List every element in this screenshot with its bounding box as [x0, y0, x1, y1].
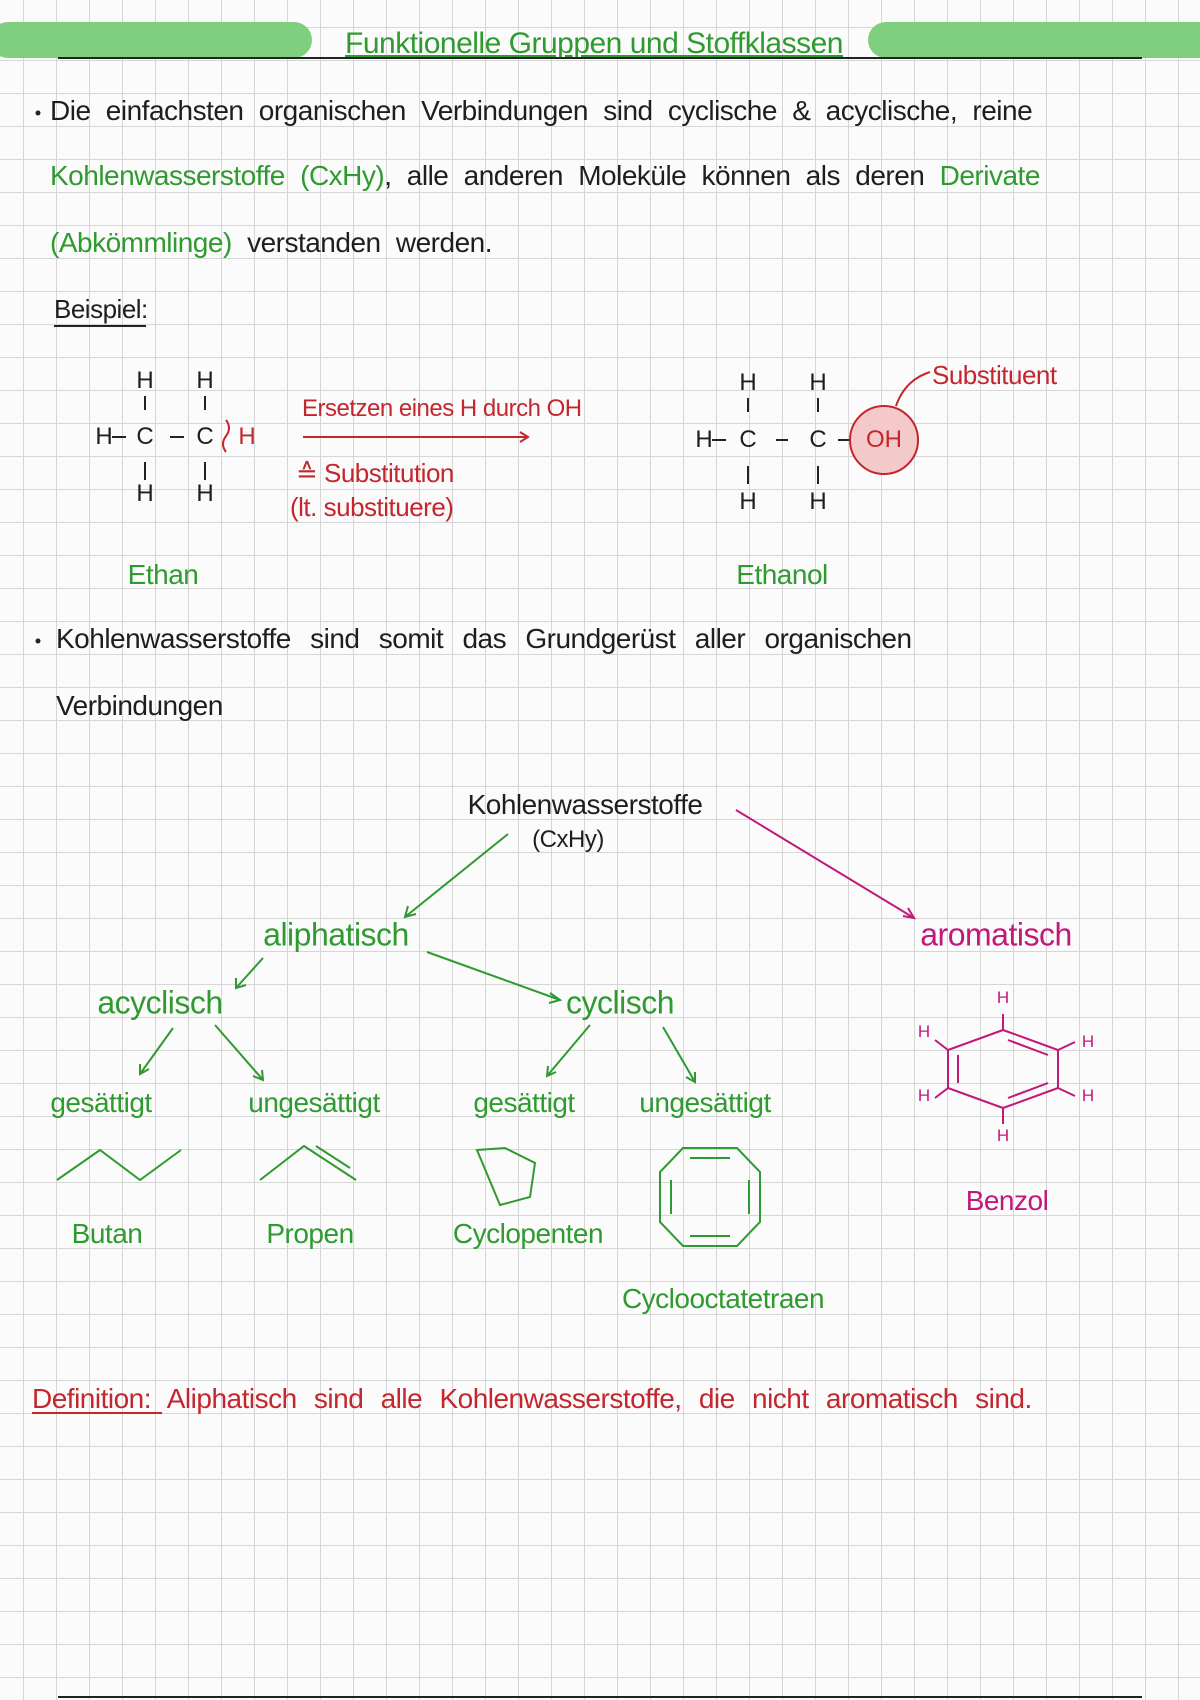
- tree-acyclic: acyclisch: [97, 984, 223, 1021]
- example-propene: Propen: [266, 1218, 354, 1249]
- tree-root: Kohlenwasserstoffe: [467, 789, 703, 820]
- atom-h: H: [136, 367, 154, 394]
- title-highlight-left: [0, 22, 312, 58]
- ethane-bonds: [112, 396, 206, 480]
- atom-h-replaced: H: [238, 423, 256, 450]
- substituent-label: Substituent: [932, 360, 1057, 390]
- atom-h: H: [1081, 1032, 1095, 1051]
- atom-h: H: [196, 367, 214, 394]
- atom-h: H: [809, 488, 827, 515]
- tree-saturated-acyclic: gesättigt: [50, 1087, 152, 1118]
- term-hydrocarbons: Kohlenwasserstoffe: [50, 160, 285, 191]
- intro-line-2-text: , alle anderen Moleküle können als deren: [384, 160, 925, 191]
- arrow-to-saturated-2: [545, 1024, 591, 1078]
- tree-saturated-cyclic: gesättigt: [473, 1087, 575, 1118]
- latin-origin: (lt. substituere): [290, 492, 454, 522]
- atom-h: H: [695, 426, 713, 453]
- definition-text: Aliphatisch sind alle Kohlenwasserstoffe…: [166, 1383, 1033, 1414]
- bond-cut-mark: [222, 419, 230, 453]
- arrow-to-acyclic: [235, 957, 264, 990]
- atom-h: H: [196, 480, 214, 507]
- butane-skeleton: [56, 1148, 182, 1182]
- cyclopentene-ring: [475, 1146, 537, 1207]
- cyclooctatetraene-ring: [659, 1147, 761, 1247]
- atom-h: H: [917, 1086, 931, 1105]
- tree-unsaturated-acyclic: ungesättigt: [248, 1087, 380, 1118]
- substituent-highlight: [849, 405, 919, 475]
- arrow-label: Ersetzen eines H durch OH: [302, 395, 582, 422]
- example-cyclopentene: Cyclopenten: [452, 1218, 604, 1249]
- atom-c: C: [809, 426, 827, 453]
- intro-line-3-text: verstanden werden.: [247, 227, 492, 258]
- reactant-name: Ethan: [127, 559, 199, 590]
- example-cyclooctatetraene: Cyclooctatetraen: [621, 1283, 825, 1314]
- term-descendants: (Abkömmlinge): [50, 227, 232, 258]
- atom-h: H: [996, 1126, 1010, 1145]
- atom-h: H: [95, 423, 113, 450]
- statement-line-1: Kohlenwasserstoffe sind somit das Grundg…: [56, 623, 912, 654]
- product-name: Ethanol: [736, 559, 828, 590]
- ethanol-bonds: [712, 398, 852, 484]
- reaction-type: ≙ Substitution: [296, 458, 454, 488]
- example-heading: Beispiel:: [54, 294, 148, 324]
- hydroxyl-group: OH: [866, 426, 902, 453]
- example-butane: Butan: [71, 1218, 143, 1249]
- tree-aromatic: aromatisch: [920, 916, 1072, 953]
- substituent-pointer: [895, 371, 931, 407]
- arrow-to-aliphatic: [403, 833, 509, 919]
- benzene-ring: [934, 1014, 1076, 1124]
- page-title: Funktionelle Gruppen und Stoffklassen: [345, 27, 843, 60]
- atom-h: H: [917, 1022, 931, 1041]
- example-benzene: Benzol: [965, 1185, 1049, 1216]
- atom-h: H: [996, 988, 1010, 1007]
- reaction-arrow-icon: [303, 431, 530, 443]
- tree-aliphatic: aliphatisch: [263, 916, 409, 953]
- atom-h: H: [136, 480, 154, 507]
- formula-cxhy: (CxHy): [300, 160, 385, 191]
- title-highlight-right: [868, 22, 1200, 58]
- atom-h: H: [1081, 1086, 1095, 1105]
- bullet-dot: [35, 638, 41, 644]
- bullet-dot: [35, 110, 41, 116]
- arrow-to-unsaturated-1: [214, 1024, 265, 1082]
- atom-c: C: [739, 426, 757, 453]
- tree-root-formula: (CxHy): [532, 826, 604, 853]
- arrow-to-unsaturated-2: [662, 1026, 696, 1084]
- term-derivative: Derivate: [939, 160, 1041, 191]
- definition-label: Definition:: [32, 1383, 152, 1414]
- atom-c: C: [196, 423, 214, 450]
- atom-h: H: [739, 369, 757, 396]
- arrow-to-aromatic: [735, 809, 916, 920]
- statement-line-2: Verbindungen: [56, 690, 223, 721]
- intro-line-3: (Abkömmlinge) verstanden werden.: [50, 227, 492, 259]
- atom-h: H: [739, 488, 757, 515]
- definition: Definition: Aliphatisch sind alle Kohlen…: [32, 1383, 1032, 1415]
- propene-skeleton: [259, 1144, 357, 1181]
- intro-line-1: Die einfachsten organischen Verbindungen…: [50, 95, 1033, 126]
- arrow-to-cyclic: [426, 951, 563, 1004]
- arrow-to-saturated-1: [139, 1027, 174, 1076]
- tree-unsaturated-cyclic: ungesättigt: [639, 1087, 771, 1118]
- atom-h: H: [809, 369, 827, 396]
- intro-line-2: Kohlenwasserstoffe (CxHy), alle anderen …: [50, 160, 1040, 192]
- tree-cyclic: cyclisch: [565, 984, 675, 1021]
- atom-c: C: [136, 423, 154, 450]
